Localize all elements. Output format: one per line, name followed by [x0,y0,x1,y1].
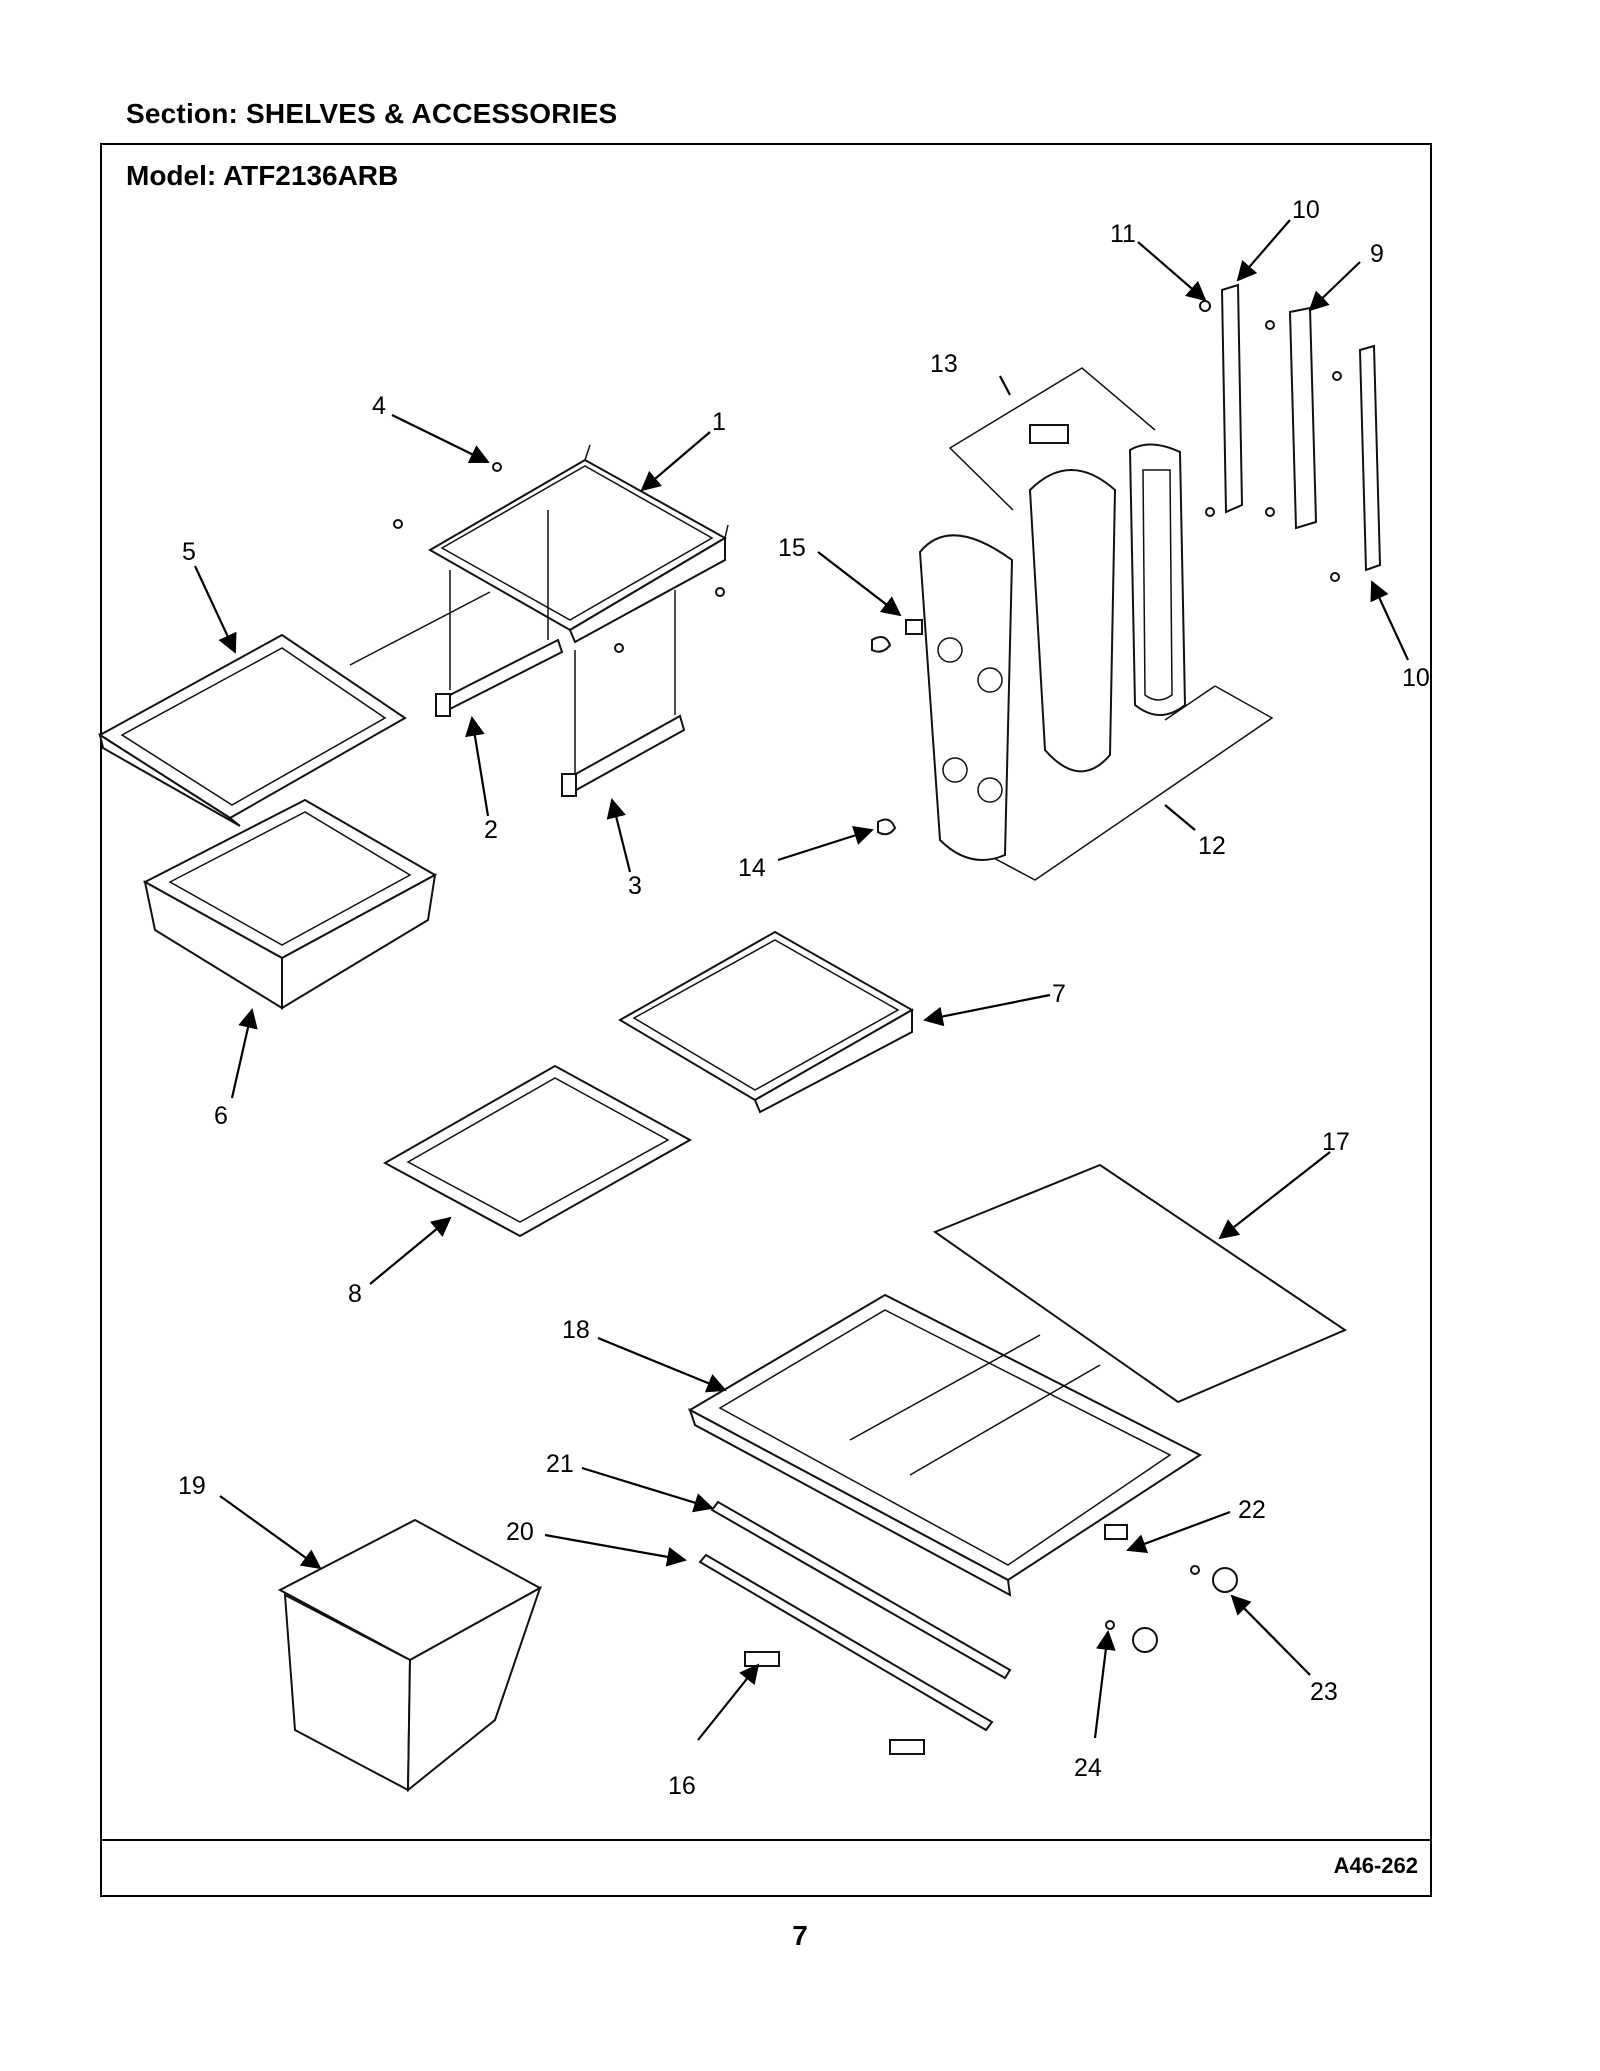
assembly-lines [349,510,676,775]
callout-12: 12 [1198,832,1226,860]
glass-shelf-part-5 [98,633,407,827]
callout-18: 18 [562,1316,590,1344]
callout-24: 24 [1074,1754,1102,1782]
callout-2: 2 [484,816,498,844]
callout-labels: 1 2 3 4 5 6 7 8 9 10 10 11 12 13 14 15 1… [178,196,1430,1800]
section-title: Section: SHELVES & ACCESSORIES [126,98,618,129]
diagram-frame [100,143,1432,1897]
panel-part-13 [948,367,1156,511]
glass-panel-part-17 [932,1163,1348,1404]
crisper-drawer-part-6 [142,798,438,1010]
clip-part-16 [744,1651,925,1755]
callout-21: 21 [546,1450,574,1478]
callout-7: 7 [1052,980,1066,1008]
callout-22: 22 [1238,1496,1266,1524]
bracket-part-22 [1104,1524,1128,1540]
shelf-frame-part-1 [427,444,729,644]
slide-rail-part-3 [561,714,686,797]
page-number: 7 [792,1920,808,1951]
clip-part-15 [871,619,923,653]
model-title: Model: ATF2136ARB [126,160,399,191]
shelf-frame-part-7 [618,930,915,1114]
callout-10-bottom: 10 [1402,664,1430,692]
clip-part-14 [877,818,897,836]
rail-part-10-bottom [1330,344,1382,582]
pantry-frame-part-18 [687,1293,1202,1597]
callout-5: 5 [182,538,196,566]
callout-10-top: 10 [1292,196,1320,224]
callout-9: 9 [1370,240,1384,268]
screw-part-4 [393,462,725,653]
leader-lines [194,219,1409,1741]
callout-23: 23 [1310,1678,1338,1706]
callout-15: 15 [778,534,806,562]
panel-part-12 [974,685,1274,881]
callout-1: 1 [712,408,726,436]
callout-17: 17 [1322,1128,1350,1156]
callout-13: 13 [930,350,958,378]
shelf-support-column-left [918,534,1014,861]
callout-8: 8 [348,1280,362,1308]
callout-4: 4 [372,392,386,420]
shelf-support-column-middle [1028,424,1117,773]
frame-divider [100,1839,1432,1841]
shelf-support-column-right [1128,443,1187,716]
callout-6: 6 [214,1102,228,1130]
callout-11: 11 [1110,220,1136,248]
wheel-part-24 [1105,1620,1158,1653]
callout-19: 19 [178,1472,206,1500]
wheel-part-23 [1190,1565,1238,1593]
rail-part-10-top [1220,283,1244,514]
rail-part-20 [698,1553,994,1732]
glass-shelf-part-8 [382,1064,693,1238]
figure-id: A46-262 [1333,1853,1418,1878]
callout-3: 3 [628,872,642,900]
rail-part-9 [1265,306,1342,530]
callout-16: 16 [668,1772,696,1800]
deli-drawer-part-19 [277,1518,543,1793]
rail-part-21 [710,1500,1012,1680]
callout-20: 20 [506,1518,534,1546]
slide-rail-part-2 [435,638,564,717]
callout-14: 14 [738,854,766,882]
